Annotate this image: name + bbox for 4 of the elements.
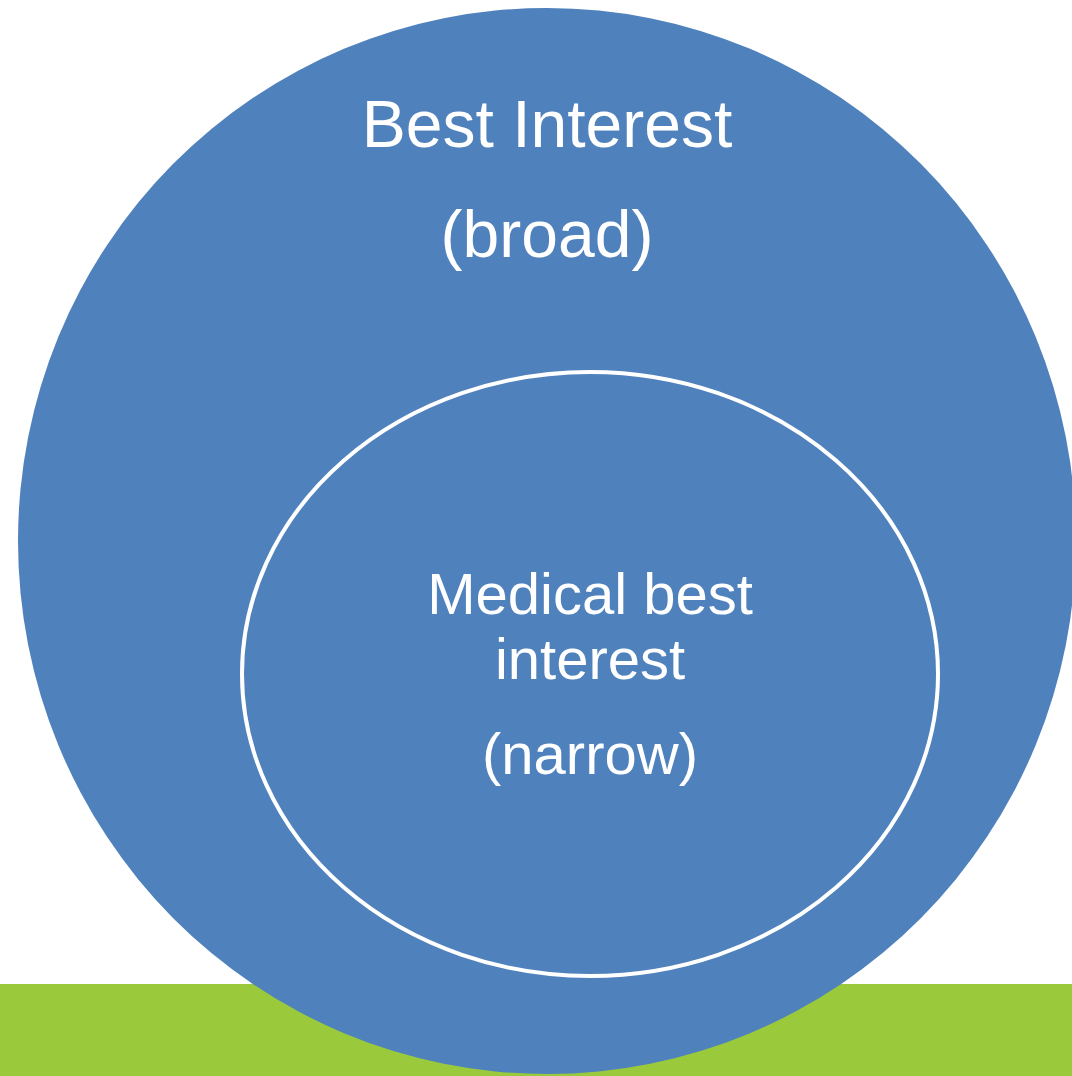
circle-heading: Best Interest [360,88,734,162]
circle-subtitle: (broad) [439,198,655,272]
circle-subtitle: (narrow) [481,722,699,787]
circle-heading: Medical best interest [426,562,754,692]
